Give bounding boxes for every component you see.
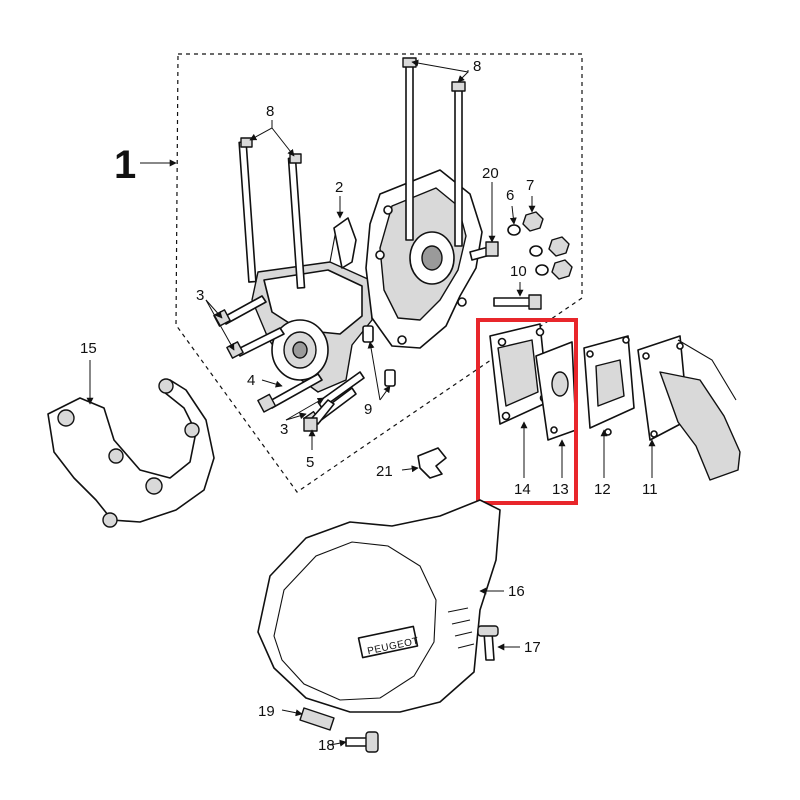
- magneto-cover-16: [257, 499, 501, 713]
- callout-11: 11: [642, 481, 658, 498]
- callout-4: 4: [247, 372, 255, 389]
- callout-13: 13: [552, 481, 569, 498]
- left-crankcase-half: [251, 221, 373, 393]
- right-studs: [402, 57, 466, 247]
- callout-17: 17: [524, 639, 541, 656]
- callout-6: 6: [506, 187, 514, 204]
- crankcase-gasket: [333, 217, 357, 269]
- clip-21: [417, 447, 447, 479]
- screw-18: [345, 731, 379, 753]
- assembly-boundary: [175, 53, 583, 493]
- bolt-10: [493, 294, 542, 310]
- callout-numbers: 8 8 2 20 6 7 10 3 15 4 9 3 5 21 14 13 12…: [80, 58, 658, 754]
- reed-plate-13: [535, 341, 577, 441]
- callout-8-left: 8: [266, 103, 274, 120]
- intake-gasket-12: [583, 335, 635, 436]
- callout-5: 5: [306, 454, 314, 471]
- bolt-20: [469, 241, 499, 261]
- callout-16: 16: [508, 583, 525, 600]
- callout-14: 14: [514, 481, 531, 498]
- engine-bracket: [47, 378, 215, 528]
- callout-7: 7: [526, 177, 534, 194]
- callout-12: 12: [594, 481, 611, 498]
- callout-19: 19: [258, 703, 275, 720]
- washers-6: [507, 224, 549, 276]
- callout-8-right: 8: [473, 58, 481, 75]
- sleeve-19: [299, 707, 335, 731]
- right-crankcase-half: [365, 169, 483, 349]
- group-label: 1: [114, 143, 136, 187]
- highlight-box: [476, 318, 578, 505]
- callout-9: 9: [364, 401, 372, 418]
- callout-20: 20: [482, 165, 499, 182]
- callout-2: 2: [335, 179, 343, 196]
- callout-3-lower: 3: [280, 421, 288, 438]
- reed-gasket-14: [489, 323, 549, 425]
- leader-lines: [86, 59, 656, 747]
- callout-3-upper: 3: [196, 287, 204, 304]
- callout-21: 21: [376, 463, 393, 480]
- screw-17: [477, 625, 499, 661]
- callout-10: 10: [510, 263, 527, 280]
- left-studs: [238, 137, 306, 289]
- callout-18: 18: [318, 737, 335, 754]
- callout-15: 15: [80, 340, 97, 357]
- intake-manifold-11: [637, 335, 741, 481]
- bolt-4: [257, 373, 323, 413]
- nuts-7: [522, 211, 573, 280]
